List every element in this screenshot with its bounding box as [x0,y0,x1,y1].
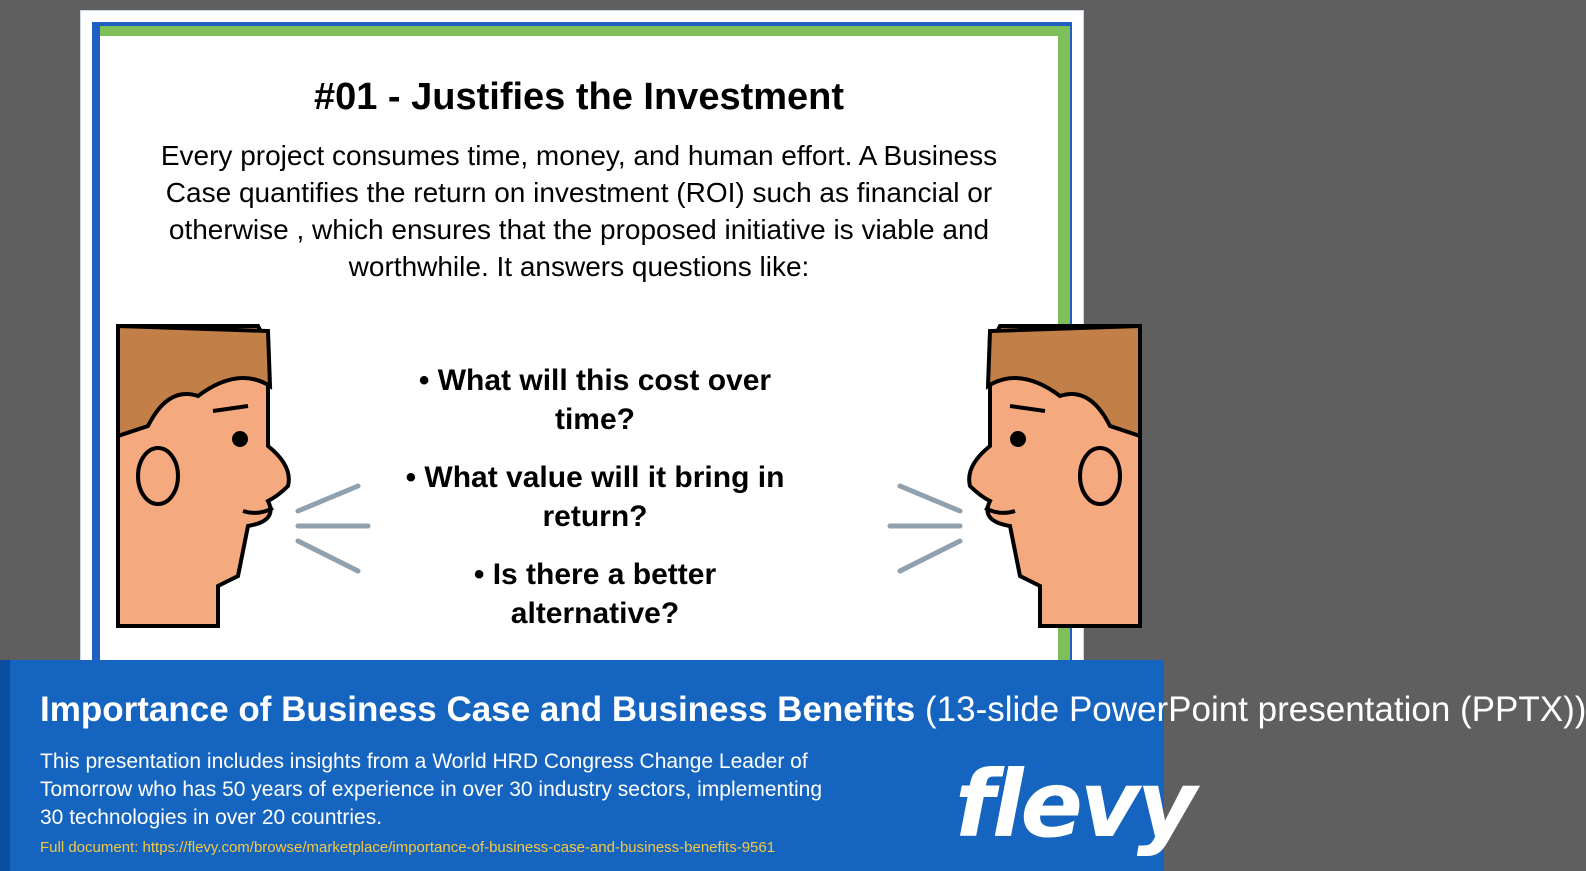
banner-description: This presentation includes insights from… [40,750,823,829]
full-document-link[interactable]: Full document: https://flevy.com/browse/… [40,839,776,856]
slide-intro: Every project consumes time, money, and … [160,140,998,282]
banner-edge [0,660,10,871]
question-item: • What will this cost over time? [418,364,772,436]
question-item: • What value will it bring in return? [405,461,785,533]
speaking-head-left-icon [116,323,371,628]
banner-title: Importance of Business Case and Business… [40,690,1586,730]
question-list: • What will this cost over time? • What … [390,361,800,652]
question-item: • Is there a better alternative? [473,558,717,630]
banner-title-bold: Importance of Business Case and Business… [40,690,916,729]
banner-title-light: (13-slide PowerPoint presentation (PPTX)… [915,690,1586,729]
flevy-logo[interactable]: flevy [955,751,1197,858]
slide-content: #01 - Justifies the Investment Every pro… [100,36,1142,709]
slide-title: #01 - Justifies the Investment [313,76,845,118]
promo-banner: Importance of Business Case and Business… [0,660,1586,871]
speaking-head-right-icon [887,323,1142,628]
slide: #01 - Justifies the Investment Every pro… [80,10,1142,710]
